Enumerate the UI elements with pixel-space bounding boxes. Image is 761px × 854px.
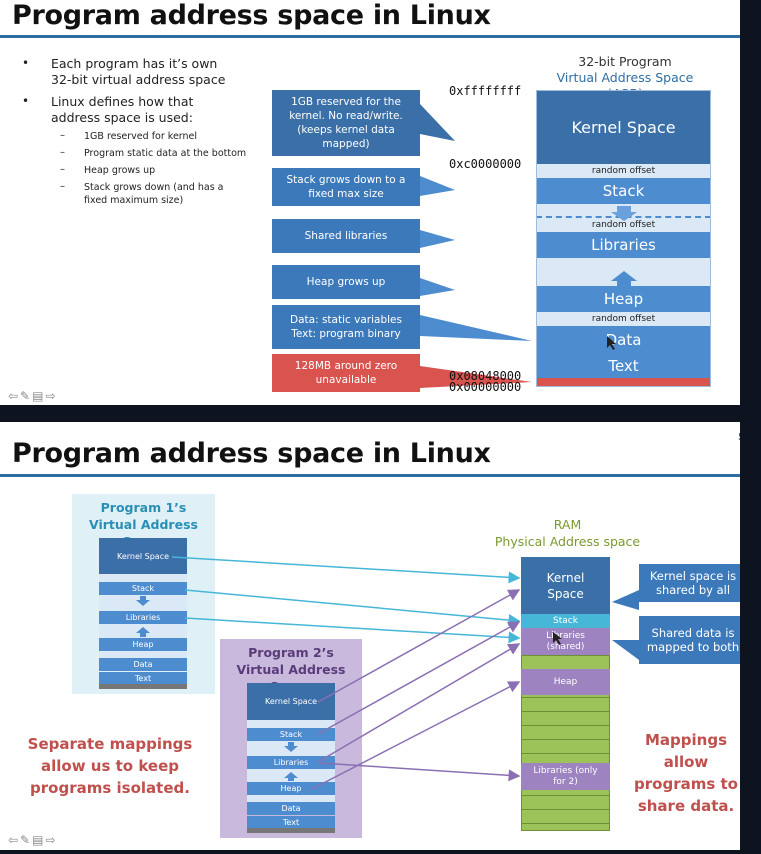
map-p1-kernel — [171, 556, 521, 584]
address-text-start: 0x08048000 — [449, 369, 522, 383]
heap-up-arrow-icon — [611, 271, 637, 287]
sub-bullet-1: 1GB reserved for kernel — [84, 131, 198, 142]
map-p2-heap — [311, 681, 521, 790]
mapping-arrows — [136, 556, 562, 790]
address-kernel-boundary: 0xc0000000 — [449, 157, 522, 171]
segment-heap: Heap — [536, 286, 711, 312]
program-2-title-line-1: Program 2’s — [248, 645, 334, 660]
callout-pointers — [420, 104, 532, 388]
slide-2-title-rule — [0, 474, 740, 477]
p2-bottom-bar — [247, 828, 335, 833]
map-p1-libraries — [184, 617, 521, 644]
cursor-icon — [607, 336, 616, 350]
map-p2-libraries-only — [319, 762, 521, 782]
p1-stack-down-arrow-icon — [136, 596, 150, 606]
p1-kernel-space: Kernel Space — [99, 538, 187, 574]
map-p2-kernel — [317, 589, 521, 703]
callout-kernel: 1GB reserved for the kernel. No read/wri… — [272, 90, 420, 156]
p2-libraries: Libraries — [247, 756, 335, 769]
segment-data: Data — [536, 326, 711, 354]
ram-kernel-space: Kernel Space — [521, 557, 610, 614]
segment-unavailable — [536, 378, 711, 387]
slide-1-title-bar: Program address space in Linux — [0, 0, 740, 34]
segment-text: Text — [536, 354, 711, 378]
p1-data: Data — [99, 658, 187, 671]
sub-bullet-3: Heap grows up — [84, 165, 156, 176]
p1-gap — [99, 651, 187, 658]
p1-gap — [99, 574, 187, 582]
slide-1-title-rule — [0, 35, 740, 38]
address-zero: 0x00000000 — [449, 380, 522, 394]
slide-1: Program address space in Linux • Each pr… — [0, 0, 740, 405]
segment-libraries: Libraries — [536, 232, 711, 258]
callout-kernel-shared: Kernel space is shared by all — [639, 564, 740, 602]
p2-gap — [247, 720, 335, 728]
cursor-icon — [553, 632, 562, 645]
callout-data-text: Data: static variables Text: program bin… — [272, 305, 420, 349]
slide-2-title-bar: Program address space in Linux 59 — [0, 422, 740, 472]
program-1-title-line-1: Program 1’s — [100, 500, 187, 515]
ram-stack: Stack — [521, 614, 610, 628]
callout-stack: Stack grows down to a fixed max size — [272, 168, 420, 206]
p2-heap: Heap — [247, 782, 335, 795]
p1-libraries: Libraries — [99, 611, 187, 624]
p2-stack-down-arrow-icon — [284, 742, 298, 752]
growth-arrows — [607, 206, 637, 350]
map-p2-stack — [317, 621, 521, 735]
random-offset-1: random offset — [536, 164, 711, 178]
p2-stack: Stack — [247, 728, 335, 741]
slide-2: Program address space in Linux 59 Progra… — [0, 422, 740, 850]
ram-libraries-only-2: Libraries (only for 2) — [521, 763, 610, 790]
random-offset-3: random offset — [536, 312, 711, 326]
random-offset-2: random offset — [536, 218, 711, 232]
ram-title-line-1: RAM — [553, 517, 582, 532]
p1-heap: Heap — [99, 638, 187, 651]
sub-bullet-dash: – — [60, 147, 65, 158]
slide-1-title: Program address space in Linux — [12, 0, 491, 31]
address-top: 0xffffffff — [449, 84, 522, 98]
ram-libraries-shared: Libraries (shared) — [521, 628, 610, 655]
map-p2-libraries-shared — [317, 643, 521, 763]
ram-title-line-2: Physical Address space — [494, 534, 641, 549]
p1-stack: Stack — [99, 582, 187, 595]
segment-stack: Stack — [536, 178, 711, 204]
p1-bottom-bar — [99, 684, 187, 689]
p1-text: Text — [99, 672, 187, 684]
p2-text: Text — [247, 816, 335, 828]
p2-data: Data — [247, 802, 335, 815]
diagram-title-line-1: 32-bit Program — [578, 54, 672, 69]
bullet-dot: • — [22, 94, 30, 108]
callout-shared-libraries: Shared libraries — [272, 219, 420, 253]
sub-bullet-dash: – — [60, 181, 65, 192]
bullet-dot: • — [22, 56, 30, 70]
segment-dividers — [536, 90, 711, 387]
callout-shared-data: Shared data is mapped to both — [639, 616, 740, 664]
slide-2-nav-icons[interactable]: ⇦✎▤⇨ — [8, 833, 58, 847]
ram-title: RAM Physical Address space — [480, 516, 655, 550]
p2-heap-up-arrow-icon — [284, 772, 298, 781]
page-number: 59 — [738, 432, 740, 443]
p2-gap — [247, 795, 335, 802]
sub-bullet-dash: – — [60, 130, 65, 141]
slide-1-nav-icons[interactable]: ⇦✎▤⇨ — [8, 389, 58, 403]
stack-down-arrow-icon — [611, 206, 637, 221]
bullet-1: Each program has it’s own 32-bit virtual… — [51, 56, 226, 87]
sub-bullet-4: Stack grows down (and has a fixed maximu… — [84, 182, 224, 206]
slide-2-callout-pointers — [612, 590, 639, 660]
p1-heap-up-arrow-icon — [136, 627, 150, 637]
map-p1-stack — [184, 589, 521, 627]
callout-heap: Heap grows up — [272, 265, 420, 299]
ram-heap: Heap — [521, 669, 610, 695]
diagram-title: 32-bit Program Virtual Address Space (4G… — [540, 54, 710, 102]
bullet-2: Linux defines how that address space is … — [51, 94, 194, 125]
segment-kernel-space: Kernel Space — [536, 90, 711, 164]
sub-bullet-dash: – — [60, 164, 65, 175]
callout-zero-unavailable: 128MB around zero unavailable — [272, 354, 420, 392]
note-share-data: Mappings allow programs to share data. — [634, 731, 738, 815]
slide-2-title: Program address space in Linux — [12, 438, 491, 469]
note-separate-mappings: Separate mappings allow us to keep progr… — [27, 735, 193, 797]
sub-bullet-2: Program static data at the bottom — [84, 148, 247, 159]
